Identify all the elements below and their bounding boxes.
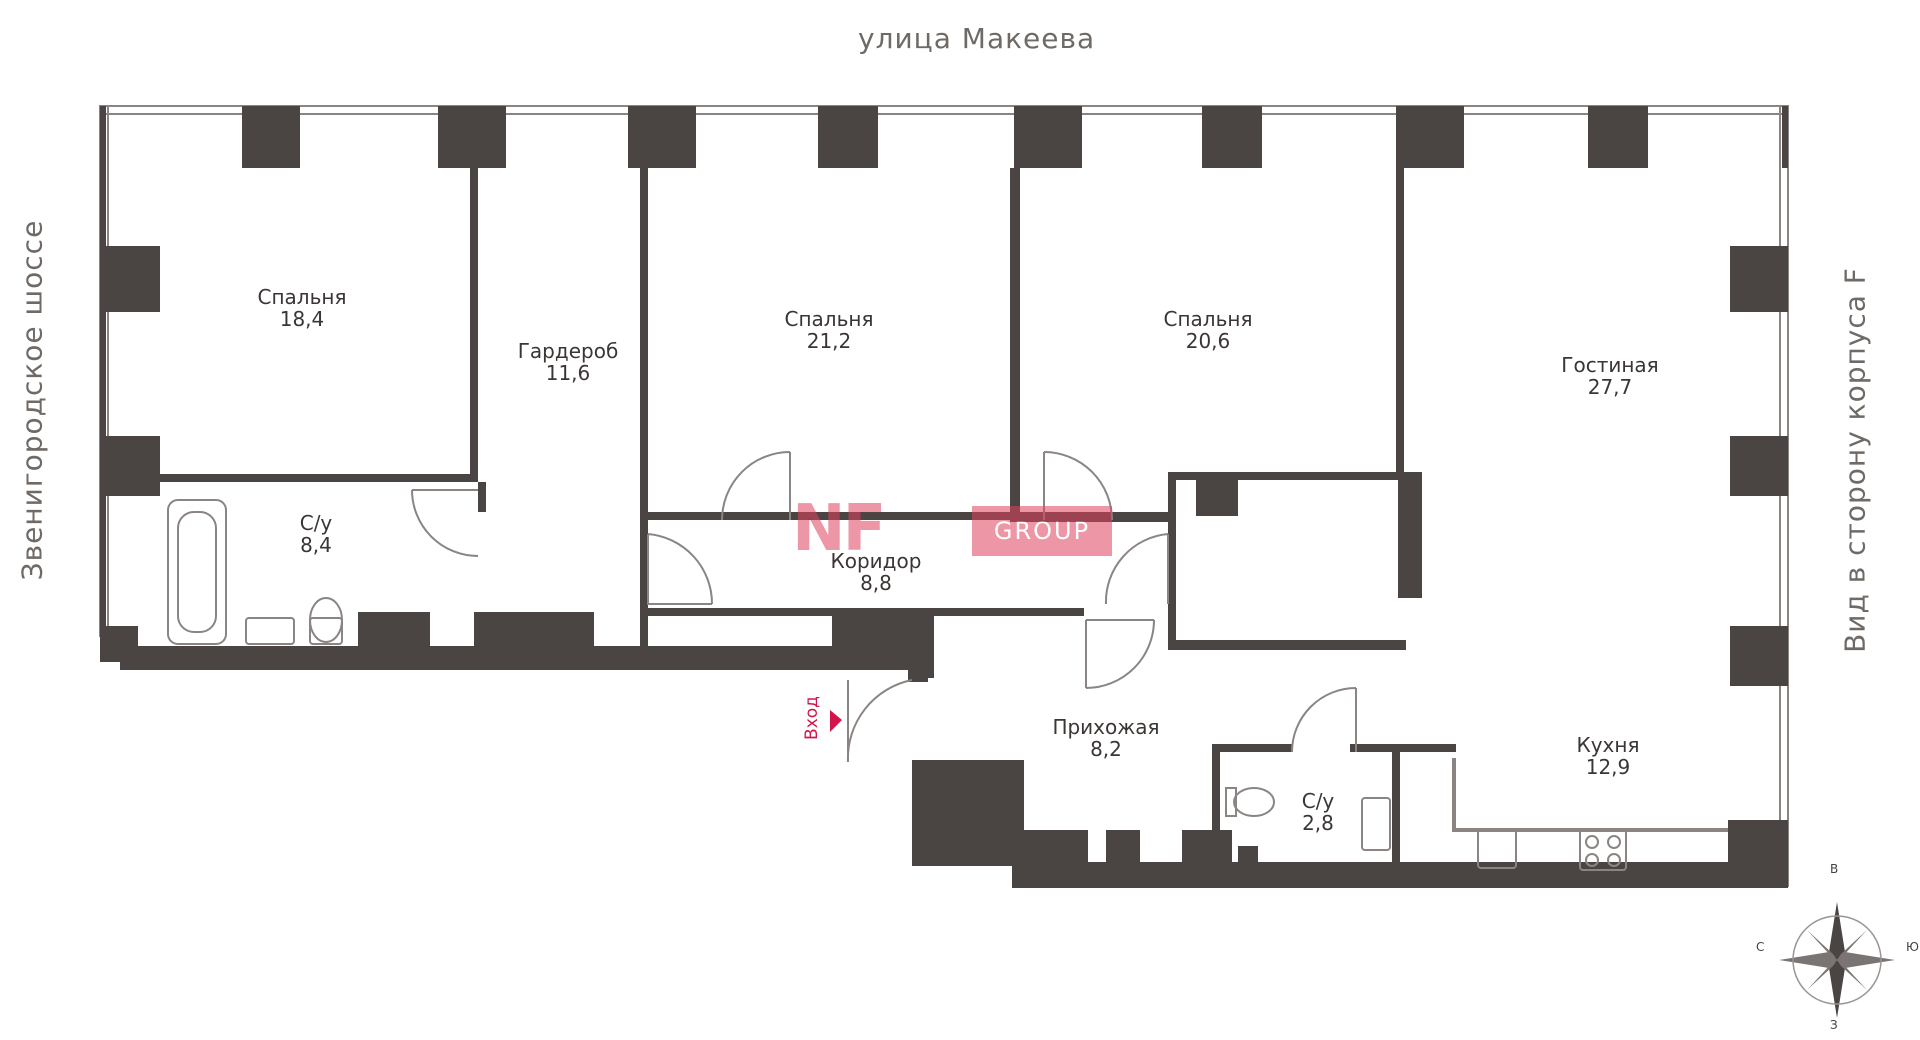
fixtures — [167, 499, 1627, 871]
room-area: 20,6 — [1185, 329, 1231, 353]
street-label-right: Вид в сторону корпуса F — [1838, 267, 1872, 653]
sink-bathroom-1 — [245, 617, 295, 645]
compass-south: З — [1830, 1018, 1838, 1032]
room-kitchen: Кухня 12,9 — [1577, 734, 1640, 778]
room-bedroom-3: Спальня 20,6 — [1164, 308, 1253, 352]
door-bedroom-3 — [1043, 451, 1113, 521]
room-name: Спальня — [1163, 307, 1253, 331]
door-bathroom-1 — [411, 489, 479, 557]
room-hallway: Прихожая 8,2 — [1052, 716, 1159, 760]
room-bathroom-1: С/у 8,4 — [300, 512, 333, 556]
cooktop — [1579, 829, 1627, 871]
window-frame — [99, 105, 1789, 115]
door-bedroom-2 — [721, 451, 791, 521]
door-bathroom-2 — [1291, 687, 1357, 753]
room-living-room: Гостиная 27,7 — [1561, 354, 1658, 398]
compass-rose — [1779, 902, 1895, 1018]
room-area: 11,6 — [545, 361, 591, 385]
compass-north: В — [1830, 862, 1839, 876]
sink-bathroom-2 — [1361, 797, 1391, 851]
room-area: 8,4 — [300, 533, 332, 557]
toilet-bathroom-2 — [1233, 787, 1275, 817]
room-area: 2,8 — [1302, 811, 1334, 835]
room-name: Спальня — [784, 307, 874, 331]
compass-east: Ю — [1906, 940, 1919, 954]
street-label-top: улица Макеева — [858, 22, 1096, 55]
entrance-arrow — [830, 710, 842, 732]
walls — [99, 105, 1789, 888]
room-area: 8,8 — [860, 571, 892, 595]
bathtub — [167, 499, 227, 645]
toilet-bathroom-1 — [309, 597, 343, 643]
compass-west: С — [1756, 940, 1765, 954]
room-area: 8,2 — [1090, 737, 1122, 761]
room-bedroom-1: Спальня 18,4 — [258, 286, 347, 330]
room-name: Коридор — [830, 549, 922, 573]
room-corridor: Коридор 8,8 — [831, 550, 922, 594]
room-bedroom-2: Спальня 21,2 — [785, 308, 874, 352]
room-name: Гостиная — [1561, 353, 1659, 377]
door-entrance — [846, 679, 913, 763]
entrance-label: Вход — [802, 696, 822, 740]
room-wardrobe: Гардероб 11,6 — [518, 340, 619, 384]
street-label-left: Звенигородское шоссе — [15, 219, 49, 581]
room-area: 27,7 — [1587, 375, 1633, 399]
room-name: Гардероб — [517, 339, 619, 363]
room-name: Спальня — [257, 285, 347, 309]
room-name: С/у — [1301, 789, 1335, 813]
room-area: 18,4 — [279, 307, 325, 331]
door-corridor-left — [647, 533, 714, 605]
room-name: Кухня — [1576, 733, 1640, 757]
kitchen-sink — [1477, 829, 1517, 869]
door-closet — [1104, 533, 1169, 605]
room-name: С/у — [299, 511, 333, 535]
room-area: 12,9 — [1585, 755, 1631, 779]
room-area: 21,2 — [806, 329, 852, 353]
door-hallway — [1085, 619, 1155, 689]
room-name: Прихожая — [1052, 715, 1160, 739]
room-bathroom-2: С/у 2,8 — [1302, 790, 1335, 834]
